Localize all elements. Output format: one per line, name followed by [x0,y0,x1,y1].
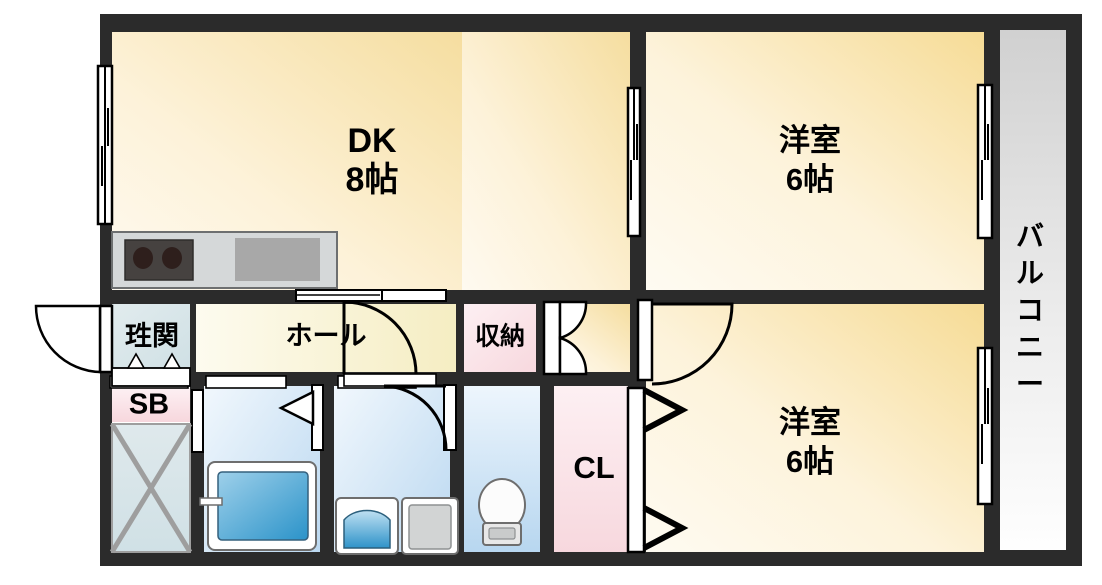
washroom-door[interactable] [383,384,448,451]
label-balcony-char-0: バ [1016,220,1044,251]
closet-doors[interactable] [626,386,689,554]
room-labels: DK 8帖 洋室 6帖 洋室 6帖 珄関 ホール 収納 SB CL バ ル コ … [125,122,1044,485]
windows [96,64,994,506]
label-closet: CL [573,450,614,485]
entrance-door-leaf[interactable] [98,304,114,374]
bathtub-water [217,471,309,541]
bathroom-door-folding-arrow[interactable] [278,389,315,427]
wall-bedroom-divider [630,290,1000,304]
wall-dk-bottom-right [452,290,642,304]
bedroom-upper-balcony-window [976,83,994,240]
room-fill-bedroom-upper [646,24,984,290]
hall-door-swing-arc [343,300,418,375]
washroom-door-strip [443,384,457,451]
hall-door-opening [343,373,437,387]
bedroom-lower-door-swing-arc [651,302,734,386]
label-balcony-char-3: ニ [1016,331,1044,362]
label-balcony-char-1: ル [1016,257,1044,288]
kitchen-counter [111,231,338,289]
genkan-step [111,352,191,387]
wall-genkan-hall-divider [190,302,196,374]
wall-balcony-top [990,14,1082,30]
wall-toilet-closet-divider [540,384,554,566]
bath-window [191,389,204,453]
vanity-basin-bowl [343,509,391,549]
washroom-door-swing-arc[interactable] [383,384,448,451]
closet-door-upper-arrow[interactable] [642,387,689,433]
label-balcony-char-2: コ [1016,294,1044,325]
closet-door-lower-arrow[interactable] [642,505,689,551]
bedroom-upper-window-left [626,86,642,238]
label-shoebox: SB [129,389,169,421]
bedroom-lower-balcony-window [976,346,994,506]
hall-transom-window [295,289,447,302]
label-bedroom-upper-size: 6帖 [786,162,834,197]
room-fill-shoebox [110,388,190,422]
bedroom-lower-door-leaf[interactable] [636,298,654,382]
washer-pan-inner [408,504,452,550]
label-bedroom-lower-size: 6帖 [786,444,834,479]
room-fill-bedroom-lower [646,300,984,560]
vanity-sink [335,497,399,555]
shoe-box-hatch [109,422,193,554]
storage-door-leaf[interactable] [542,300,562,376]
burner-right-icon [162,247,182,269]
label-hall: ホール [286,321,367,351]
genkan-step-arrow-left [126,352,146,369]
entrance-door-swing-arc [34,304,102,374]
shoebox-hatch-line2 [109,422,193,554]
label-bedroom-upper-name: 洋室 [779,123,841,158]
bedroom-lower-door[interactable] [636,298,734,386]
wall-balcony-bottom [990,550,1082,566]
shoebox-hatch-frame [111,423,191,553]
storage-folding-door[interactable] [542,300,588,376]
label-dk-size: 8帖 [346,161,399,199]
burner-left-icon [133,247,153,269]
label-genkan: 珄関 [125,321,179,351]
storage-door-arc-lower [558,336,588,376]
hall-to-dk-door[interactable] [342,300,418,375]
toilet [478,478,526,546]
kitchen-sink [235,238,320,281]
bathtub [199,461,317,551]
wall-left-lower [100,374,112,566]
dk-window-left [96,64,114,226]
entrance-door[interactable] [34,304,114,374]
bathtub-faucet-icon [199,497,223,506]
label-dk-name: DK [347,122,397,160]
wall-balcony-right [1066,14,1082,566]
label-balcony: バ ル コ ニ ー [1016,220,1044,399]
room-fill-storage [462,302,542,374]
wall-top-outer [100,14,1000,32]
washing-machine-pan [401,497,459,555]
wall-hall-storage-divider [456,296,464,376]
room-fill-dk-right [462,24,630,296]
bath-top-strip [205,375,287,389]
room-fill-genkan [110,302,195,374]
label-bedroom-lower-name: 洋室 [779,405,841,440]
room-fill-closet [552,384,630,559]
genkan-step-arrow-right [162,352,182,369]
bathroom-door[interactable] [278,389,315,427]
label-storage: 収納 [475,322,525,351]
closet-door-track[interactable] [626,386,646,554]
label-balcony-char-4: ー [1016,368,1044,399]
toilet-tank-lid [488,527,516,540]
wall-storage-right [536,296,544,376]
